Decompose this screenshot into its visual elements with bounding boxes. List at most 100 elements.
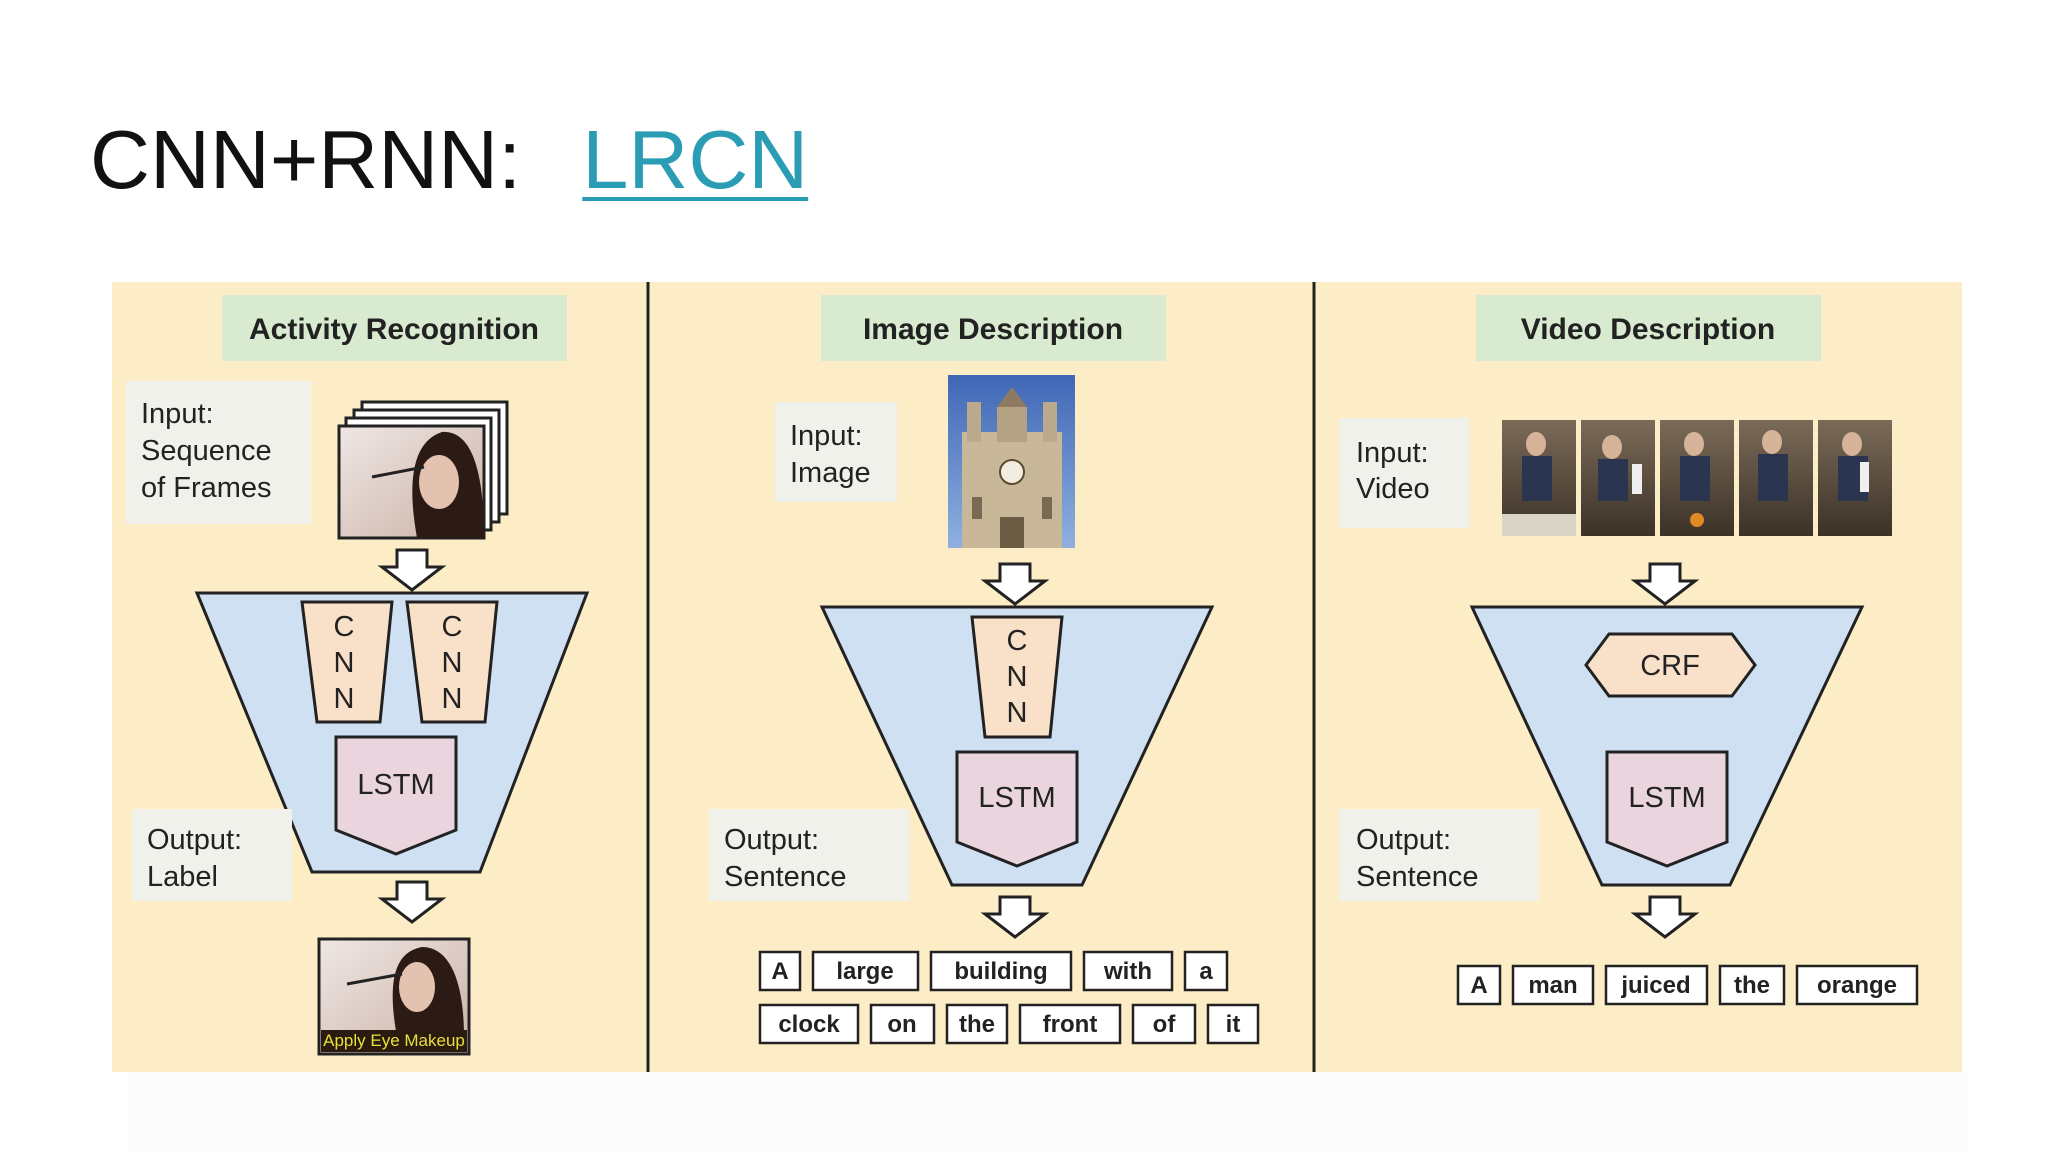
- cnn-letter: N: [442, 683, 463, 715]
- title-prefix: CNN+RNN:: [90, 113, 522, 206]
- word-box: [1795, 964, 1919, 1006]
- input-label-box: [775, 402, 897, 502]
- input-label-line: of Frames: [141, 472, 272, 504]
- word-box: [1511, 964, 1595, 1006]
- word-label: building: [954, 958, 1047, 985]
- lstm-block: [334, 735, 458, 856]
- output-words-row: A large building with a: [758, 950, 1229, 992]
- output-label-line: Output:: [724, 824, 819, 856]
- panel-image-description: Image Description Input: Image C N N LST…: [709, 295, 1260, 1045]
- lstm-block: [1605, 750, 1729, 868]
- output-label-box: [1339, 809, 1539, 901]
- word-box: [1183, 950, 1229, 992]
- word-label: A: [771, 958, 788, 985]
- word-label: large: [836, 958, 893, 985]
- panel-header: Video Description: [1521, 313, 1776, 346]
- cnn-letter: C: [1007, 625, 1028, 657]
- word-label: a: [1199, 958, 1213, 985]
- cnn-letter: N: [442, 647, 463, 679]
- word-box: [1718, 964, 1786, 1006]
- word-box: [1018, 1003, 1122, 1045]
- word-box: [1456, 964, 1502, 1006]
- output-words-row: A man juiced the orange: [1456, 964, 1919, 1006]
- arrow-down-icon: [1630, 895, 1700, 939]
- word-label: of: [1153, 1011, 1177, 1038]
- cnn-block: [405, 600, 499, 724]
- footer-strip: [128, 1072, 1968, 1152]
- output-frame-image: Apply Eye Makeup: [317, 937, 471, 1056]
- funnel-shape: [819, 605, 1215, 887]
- word-box: [1206, 1003, 1260, 1045]
- input-label-line: Sequence: [141, 435, 272, 467]
- input-label-line: Input:: [790, 420, 863, 452]
- word-box: [945, 1003, 1009, 1045]
- cnn-letter: C: [334, 611, 355, 643]
- input-label-box: [126, 381, 311, 524]
- arrow-down-icon: [980, 895, 1050, 939]
- output-label-box: [709, 809, 909, 901]
- lstm-block: [955, 750, 1079, 868]
- input-building-image: [948, 375, 1075, 548]
- input-video-frames: [1502, 420, 1892, 536]
- output-label-line: Label: [147, 861, 218, 893]
- arrow-down-icon: [377, 548, 447, 592]
- panel-header-box: [222, 295, 567, 361]
- word-box: [869, 1003, 936, 1045]
- funnel-shape: [1469, 605, 1865, 887]
- word-box: [758, 950, 802, 992]
- panel-activity-recognition: Activity Recognition Input: Sequence of …: [126, 295, 590, 1056]
- cnn-block: [300, 600, 394, 724]
- lstm-label: LSTM: [357, 769, 434, 801]
- cnn-letter: N: [1007, 661, 1028, 693]
- cnn-letter: N: [1007, 697, 1028, 729]
- panel-header: Activity Recognition: [249, 313, 539, 346]
- arrow-down-icon: [1630, 562, 1700, 606]
- arrow-down-icon: [980, 562, 1050, 606]
- output-label-line: Output:: [147, 824, 242, 856]
- input-label-line: Input:: [1356, 437, 1429, 469]
- input-frames-image: [337, 400, 509, 540]
- lstm-label: LSTM: [1628, 782, 1705, 814]
- input-label-line: Video: [1356, 473, 1430, 505]
- word-box: [1082, 950, 1174, 992]
- word-box: [1604, 964, 1709, 1006]
- input-label-box: [1339, 418, 1469, 528]
- panel-header: Image Description: [863, 313, 1123, 346]
- output-label-line: Output:: [1356, 824, 1451, 856]
- panel-header-box: [821, 295, 1166, 361]
- word-label: clock: [778, 1011, 840, 1038]
- word-box: [811, 950, 920, 992]
- word-box: [929, 950, 1073, 992]
- word-label: the: [1734, 972, 1770, 999]
- word-label: man: [1528, 972, 1577, 999]
- cnn-letter: C: [442, 611, 463, 643]
- word-label: front: [1043, 1011, 1098, 1038]
- word-label: A: [1470, 972, 1487, 999]
- word-box: [758, 1003, 860, 1045]
- input-label-line: Input:: [141, 398, 214, 430]
- arrow-down-icon: [377, 880, 447, 924]
- cnn-letter: N: [334, 647, 355, 679]
- word-label: the: [959, 1011, 995, 1038]
- slide-title: CNN+RNN: LRCN: [90, 112, 808, 208]
- word-label: juiced: [1620, 972, 1690, 999]
- panel-header-box: [1476, 295, 1821, 361]
- word-box: [1131, 1003, 1197, 1045]
- cnn-letter: N: [334, 683, 355, 715]
- word-label: it: [1226, 1011, 1241, 1038]
- output-label-line: Sentence: [1356, 861, 1479, 893]
- word-label: with: [1103, 958, 1152, 985]
- output-caption: Apply Eye Makeup: [323, 1031, 465, 1050]
- crf-block: [1584, 632, 1757, 698]
- panel-video-description: Video Description Input: Video: [1339, 295, 1919, 1006]
- output-label-box: [132, 809, 292, 901]
- input-label-line: Image: [790, 457, 871, 489]
- lrcn-figure: Activity Recognition Input: Sequence of …: [112, 282, 1962, 1077]
- cnn-block: [970, 615, 1064, 739]
- crf-label: CRF: [1640, 650, 1700, 682]
- lstm-label: LSTM: [978, 782, 1055, 814]
- lrcn-link[interactable]: LRCN: [582, 113, 809, 206]
- word-label: orange: [1817, 972, 1897, 999]
- word-label: on: [887, 1011, 916, 1038]
- output-label-line: Sentence: [724, 861, 847, 893]
